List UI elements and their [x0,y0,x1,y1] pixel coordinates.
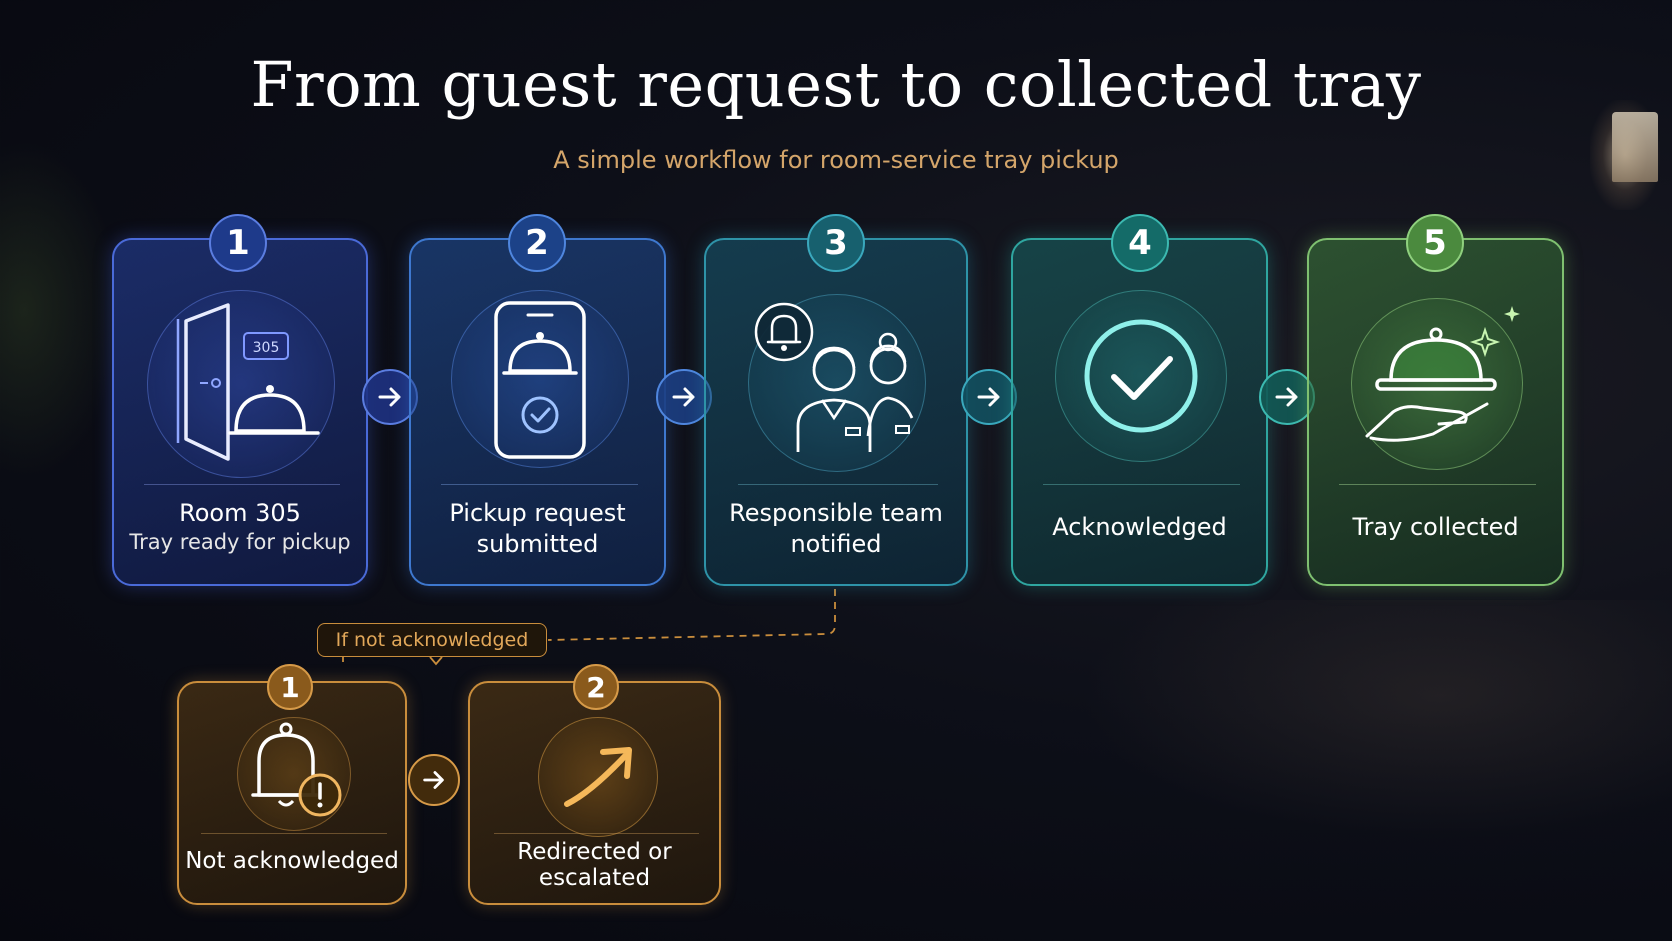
step-1-icon-circle: 305 [147,290,335,478]
step-4-icon-circle [1055,290,1227,462]
escalation-card-2: Redirected or escalated [468,681,721,905]
step-3-label: Responsible team notified [706,498,966,560]
collected-tray-icon [1365,306,1520,442]
step-card-3: Responsible team notified [704,238,968,586]
diagram-subtitle: A simple workflow for room-service tray … [553,146,1119,174]
step-1-label: Room 305 Tray ready for pickup [114,498,366,556]
step-4-line1: Acknowledged [1052,513,1227,541]
escalation-flow-arrow [408,754,460,806]
team-notified-icon [754,302,914,452]
escalation-1-divider [201,833,387,834]
room-sign-text: 305 [253,340,280,356]
step-5-line1: Tray collected [1352,513,1519,541]
arrow-right-icon [672,387,695,407]
flow-arrow-4-5 [1259,369,1315,425]
step-card-5: Tray collected [1307,238,1564,586]
step-3-line2: notified [790,530,882,559]
escalation-1-line1: Not acknowledged [185,848,399,874]
step-card-4: Acknowledged [1011,238,1268,586]
escalation-badge-2: 2 [573,664,619,710]
step-card-2: Pickup request submitted [409,238,666,586]
arrow-right-icon [977,387,1000,407]
step-badge-3: 3 [807,214,865,272]
step-3-divider [738,484,938,485]
step-card-1: 305 Room 305 Tray ready for pickup [112,238,368,586]
flow-arrow-3-4 [961,369,1017,425]
escalation-1-label: Not acknowledged [179,847,405,877]
background-lamp [1612,112,1658,182]
step-badge-1: 1 [209,214,267,272]
escalation-card-1: Not acknowledged [177,681,407,905]
background-sofa [1080,600,1672,840]
escalation-badge-1: 1 [267,664,313,710]
escalation-2-icon-circle [538,717,658,837]
step-4-divider [1043,484,1240,485]
step-2-icon-circle [451,290,629,468]
step-2-divider [441,484,638,485]
escalation-2-divider [494,833,699,834]
checkmark-icon [1084,319,1198,433]
step-badge-2: 2 [508,214,566,272]
diagram-title: From guest request to collected tray [250,48,1422,121]
step-3-line1: Responsible team [729,499,943,527]
background-plant [0,140,120,480]
step-badge-5: 5 [1406,214,1464,272]
step-5-label: Tray collected [1309,512,1562,543]
step-4-label: Acknowledged [1013,512,1266,543]
step-badge-4: 4 [1111,214,1169,272]
branch-label: If not acknowledged [317,623,547,657]
step-1-divider [144,484,340,485]
bell-warning-icon [251,722,342,817]
step-2-label: Pickup request submitted [411,498,664,560]
arrow-right-icon [378,387,401,407]
door-cloche-icon: 305 [176,303,320,461]
arrow-right-icon [423,771,444,789]
phone-request-icon [494,301,586,459]
escalation-2-line2: escalated [538,865,651,892]
step-2-line2: submitted [476,530,599,559]
step-1-title: Room 305 [179,499,301,527]
step-5-divider [1339,484,1536,485]
step-1-subtitle: Tray ready for pickup [129,530,351,555]
escalation-2-label: Redirected or escalated [470,839,719,892]
step-2-line1: Pickup request [449,499,626,527]
escalate-arrow-icon [564,747,632,807]
arrow-right-icon [1275,387,1298,407]
escalation-2-line1: Redirected or [517,839,672,865]
